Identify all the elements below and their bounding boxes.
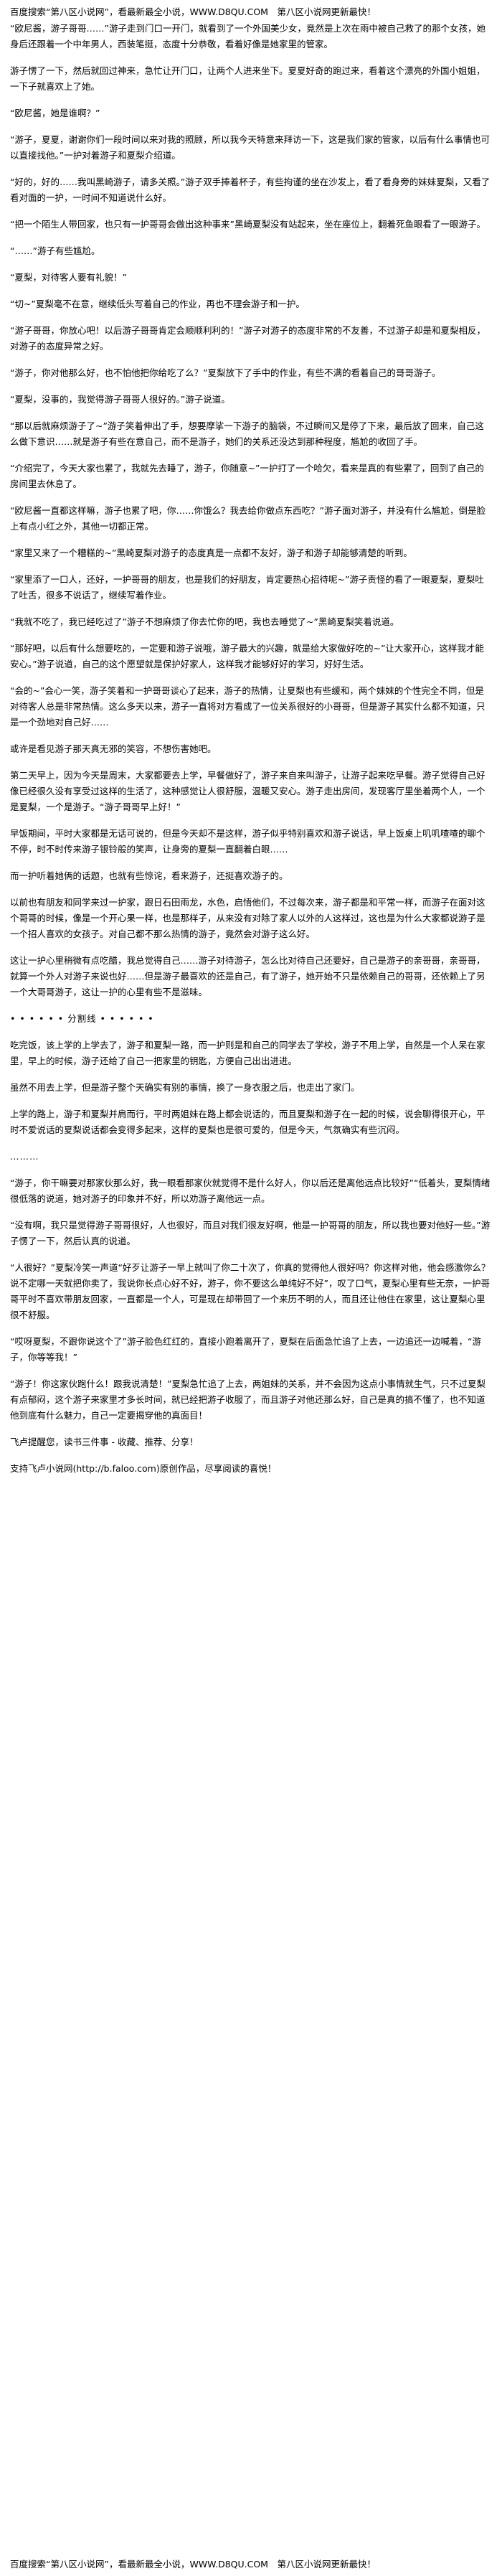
reader-reminder: 飞卢提醒您，读书三件事 - 收藏、推荐、分享！ bbox=[10, 1437, 199, 1447]
paragraph: “那以后就麻烦游子了~”游子笑着伸出了手，想要摩挲一下游子的脑袋，不过瞬间又是停… bbox=[10, 420, 484, 447]
site-banner-top: 百度搜索“第八区小说网”，看最新最全小说，WWW.D8QU.COM 第八区小说网… bbox=[10, 6, 376, 17]
paragraph: 早饭期间，平时大家都是无话可说的，但是今天却不是这样，游子似乎特别喜欢和游子说话… bbox=[10, 828, 486, 855]
paragraph: 上学的路上，游子和夏梨并肩而行，平时两姐妹在路上都会说话的，而且夏梨和游子在一起… bbox=[10, 1109, 486, 1135]
paragraph: “夏梨，对待客人要有礼貌！” bbox=[10, 272, 127, 283]
paragraph: “好的，好的……我叫黑崎游子，请多关照。”游子双手捧着杯子，有些拘谨的坐在沙发上… bbox=[10, 177, 491, 203]
paragraph: “哎呀夏梨，不跟你说这个了”游子脸色红红的，直接小跑着离开了，夏梨在后面急忙追了… bbox=[10, 1336, 481, 1363]
ellipsis-divider: ……… bbox=[10, 1151, 39, 1162]
paragraph: 虽然不用去上学，但是游子整个天确实有别的事情，换了一身衣服之后，也走出了家门。 bbox=[10, 1082, 360, 1093]
paragraph: “那好吧，以后有什么想要吃的，一定要和游子说哦，游子最大的兴趣，就是给大家做好吃… bbox=[10, 643, 484, 669]
paragraph: “介绍完了，今天大家也累了，我就先去睡了，游子，你随意~”一护打了一个哈欠，看来… bbox=[10, 463, 484, 489]
paragraph: “夏梨，没事的，我觉得游子哥哥人很好的。”游子说道。 bbox=[10, 394, 230, 405]
paragraph: “人很好？”夏梨冷笑一声道“好歹让游子一早上就叫了你二十次了，你真的觉得他人很好… bbox=[10, 1262, 491, 1320]
paragraph: 第二天早上，因为今天是周末，大家都要去上学，早餐做好了，游子来自来叫游子，让游子… bbox=[10, 770, 486, 812]
paragraph: “欧尼酱，游子哥哥……”游子走到门口一开门，就看到了一个外国美少女，竟然是上次在… bbox=[10, 23, 486, 50]
paragraph: “把一个陌生人带回家，也只有一护哥哥会做出这种事来”黑崎夏梨没有站起来，坐在座位… bbox=[10, 219, 486, 230]
paragraph: “家里添了一口人，还好，一护哥哥的朋友，也是我们的好朋友，肯定要热心招待呢~”游… bbox=[10, 574, 484, 601]
paragraph: “欧尼酱一直都这样嘛，游子也累了吧，你……你饿么？我去给你做点东西吃？”游子面对… bbox=[10, 505, 486, 532]
paragraph: 或许是看见游子那天真无邪的笑容，不想伤害她吧。 bbox=[10, 743, 217, 754]
paragraph: “游子哥哥，你放心吧！以后游子哥哥肯定会顺顺利利的！”游子对游子的态度非常的不友… bbox=[10, 325, 486, 352]
paragraph: 吃完饭，该上学的上学去了，游子和夏梨一路，而一护则是和自己的同学去了学校，游子不… bbox=[10, 1040, 486, 1066]
section-divider: • • • • • • 分割线 • • • • • • bbox=[10, 1013, 154, 1024]
paragraph: “游子！你这家伙跑什么！跟我说清楚！”夏梨急忙追了上去，两姐妹的关系，并不会因为… bbox=[10, 1378, 486, 1421]
paragraph: “游子，你对他那么好，也不怕他把你给吃了么？”夏梨放下了手中的作业，有些不满的看… bbox=[10, 367, 441, 378]
paragraph: “游子，你干嘛要对那家伙那么好，我一眼看那家伙就觉得不是什么好人，你以后还是离他… bbox=[10, 1177, 491, 1204]
paragraph: 这让一护心里稍微有点吃醋，我总觉得自己……游子对待游子，怎么比对待自己还要好，自… bbox=[10, 955, 486, 997]
paragraph: “我就不吃了，我已经吃过了”游子不想麻烦了你去忙你的吧，我也去睡觉了~”黑崎夏梨… bbox=[10, 616, 399, 627]
paragraph: “没有啊，我只是觉得游子哥哥很好，人也很好，而且对我们很友好啊，他是一护哥哥的朋… bbox=[10, 1220, 491, 1246]
site-banner-bottom: 百度搜索“第八区小说网”，看最新最全小说，WWW.D8QU.COM 第八区小说网… bbox=[10, 2559, 376, 2570]
chapter-body: “欧尼酱，游子哥哥……”游子走到门口一开门，就看到了一个外国美少女，竟然是上次在… bbox=[10, 21, 492, 1477]
paragraph: 游子愣了一下，然后就回过神来，急忙让开门口，让两个人进来坐下。夏夏好奇的跑过来，… bbox=[10, 65, 486, 92]
paragraph: “……”游子有些尴尬。 bbox=[10, 245, 100, 256]
paragraph: 而一护听着她俩的话题，也就有些惊诧，看来游子，还挺喜欢游子的。 bbox=[10, 870, 288, 881]
paragraph: “游子，夏夏，谢谢你们一段时间以来对我的照顾，所以我今天特意来拜访一下，这是我们… bbox=[10, 134, 490, 161]
paragraph: “欧尼酱，她是谁啊？” bbox=[10, 108, 100, 118]
paragraph: “切~”夏梨毫不在意，继续低头写着自己的作业，再也不理会游子和一护。 bbox=[10, 299, 305, 309]
paragraph: 以前也有朋友和同学来过一护家，跟日石田雨龙，水色，启悟他们，不过每次来，游子都是… bbox=[10, 897, 486, 939]
support-notice: 支持飞卢小说网(http://b.faloo.com)原创作品，尽享阅读的喜悦！ bbox=[10, 1463, 277, 1474]
paragraph: “家里又来了一个糟糕的~”黑崎夏梨对游子的态度真是一点都不友好，游子和游子却能够… bbox=[10, 547, 412, 558]
paragraph: “会的~”会心一笑，游子笑着和一护哥哥谈心了起来，游子的热情，让夏梨也有些缓和，… bbox=[10, 685, 486, 728]
